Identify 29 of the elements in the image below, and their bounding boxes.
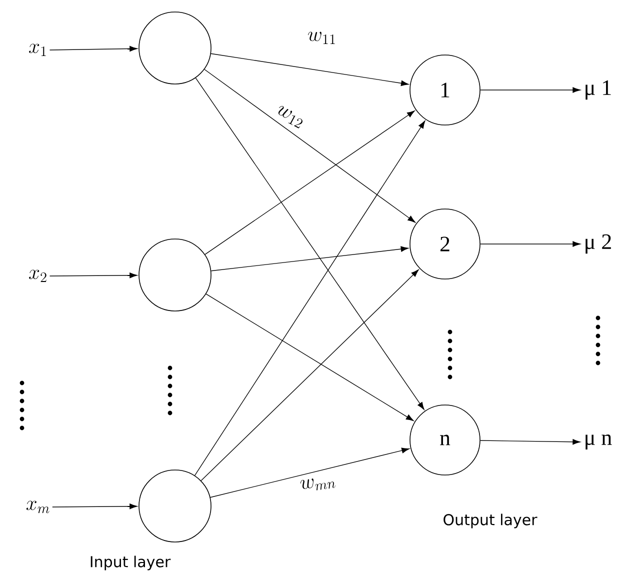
arrow [206,294,414,422]
input-neuron-circle [138,238,212,312]
arrow [49,272,138,278]
arrow [204,69,416,223]
layer-label: Input layer [90,556,171,570]
arrow [480,87,580,93]
arrow [49,46,138,52]
input-label: $x_1$ [29,44,46,56]
arrow [210,246,409,272]
arrow [480,241,580,247]
edge-label: $w_{mn}$ [298,474,338,494]
edge-label: $w_{12}$ [272,104,308,130]
output-label: μ 2 [586,234,611,254]
input-neuron-circle [138,470,212,542]
input-label: $x_m$ [26,500,50,514]
arrow [210,448,410,498]
output-label: μ 1 [586,80,611,100]
arrow [200,269,419,481]
arrow [204,110,415,255]
layer-label: Output layer [444,514,538,528]
arrow [195,78,424,410]
arrow [52,504,138,510]
edge-label: $w_{11}$ [306,30,338,46]
arrow [194,120,426,476]
arrow [210,53,409,86]
arrow [480,439,580,445]
input-label: $x_2$ [29,270,46,282]
output-label: μ n [586,434,612,450]
input-neuron-circle [138,12,212,84]
